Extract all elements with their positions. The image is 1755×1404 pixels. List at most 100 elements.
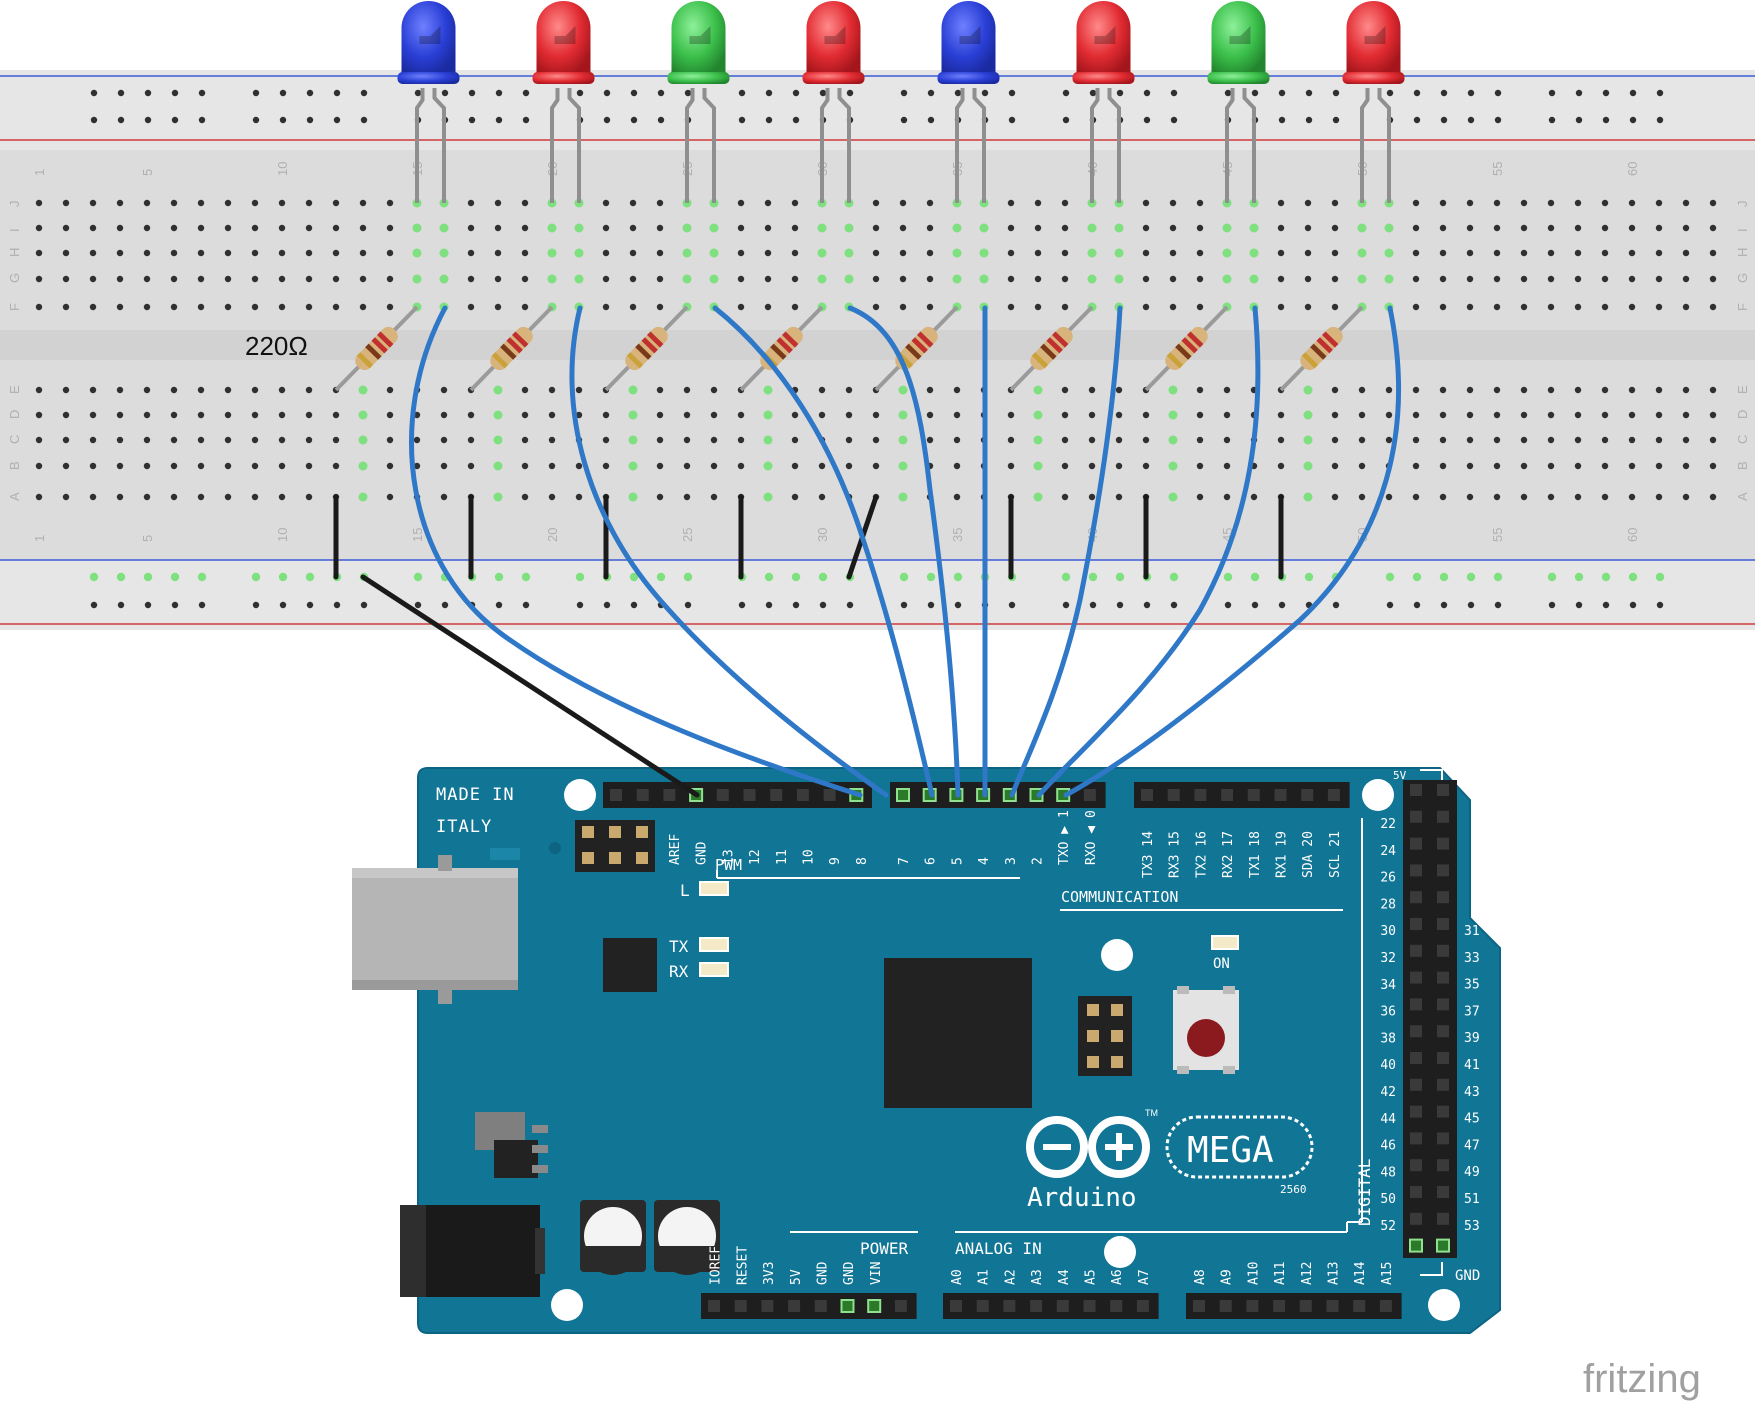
breadboard-hole — [251, 249, 259, 257]
breadboard-hole — [521, 462, 529, 470]
breadboard-hole — [979, 248, 989, 258]
breadboard-hole — [278, 493, 286, 501]
breadboard-hole — [1574, 303, 1582, 311]
rail-hole — [1386, 89, 1394, 97]
rail-hole — [1413, 116, 1421, 124]
breadboard-hole — [1466, 436, 1474, 444]
digital-pin-label: 52 — [1380, 1219, 1396, 1234]
rail-hole — [494, 572, 504, 582]
breadboard-hole — [332, 249, 340, 257]
italy-label: ITALY — [436, 817, 492, 837]
breadboard-hole — [547, 223, 557, 233]
breadboard-hole — [1034, 303, 1042, 311]
breadboard-hole — [1304, 275, 1312, 283]
row-letter: C — [7, 435, 22, 444]
breadboard-hole — [1547, 249, 1555, 257]
tx-label: TX — [669, 937, 689, 956]
rail-hole — [791, 572, 801, 582]
breadboard-hole — [872, 249, 880, 257]
rail-hole — [1251, 89, 1259, 97]
breadboard-hole — [1385, 386, 1393, 394]
mounting-hole — [1428, 1289, 1460, 1321]
breadboard-hole — [656, 493, 664, 501]
breadboard-hole — [439, 223, 449, 233]
breadboard-hole — [709, 223, 719, 233]
led-blue — [937, 0, 1000, 203]
rail-hole — [657, 116, 665, 124]
breadboard-hole — [1061, 411, 1069, 419]
rail-hole — [1224, 601, 1232, 609]
breadboard-hole — [1385, 411, 1393, 419]
rail-hole — [306, 89, 314, 97]
breadboard-hole — [493, 435, 503, 445]
breadboard-hole — [467, 224, 475, 232]
breadboard-hole — [737, 249, 745, 257]
breadboard-hole — [1061, 462, 1069, 470]
header-pin — [1437, 1159, 1449, 1172]
header-pin — [1193, 1300, 1205, 1312]
breadboard-hole — [1277, 249, 1285, 257]
breadboard-hole — [278, 199, 286, 207]
mounting-hole — [551, 1289, 583, 1321]
breadboard-hole — [494, 275, 502, 283]
header-pin — [1410, 944, 1422, 957]
breadboard-hole — [953, 386, 961, 394]
breadboard-hole — [116, 303, 124, 311]
breadboard-hole — [143, 275, 151, 283]
digital-pin-label: 10 — [802, 849, 817, 865]
breadboard-hole — [1682, 275, 1690, 283]
rail-hole — [306, 116, 314, 124]
breadboard-hole — [1601, 462, 1609, 470]
breadboard-hole — [1222, 223, 1232, 233]
breadboard-hole — [629, 275, 637, 283]
breadboard-hole — [305, 436, 313, 444]
breadboard-hole — [1628, 249, 1636, 257]
breadboard-hole — [1466, 493, 1474, 501]
breadboard-hole — [116, 224, 124, 232]
digital-pin-label: 41 — [1464, 1058, 1480, 1073]
breadboard-hole — [1169, 303, 1177, 311]
digital-pin-label: 37 — [1464, 1004, 1480, 1019]
analog-in-label: ANALOG IN — [955, 1239, 1042, 1258]
rail-hole — [1655, 572, 1665, 582]
breadboard-hole — [1601, 436, 1609, 444]
breadboard-hole — [1115, 462, 1123, 470]
rail-hole — [1170, 116, 1178, 124]
breadboard-hole — [1303, 385, 1313, 395]
rail-hole — [170, 572, 180, 582]
breadboard-hole — [1168, 385, 1178, 395]
breadboard-hole — [656, 436, 664, 444]
breadboard-hole — [926, 275, 934, 283]
analog-pin-label: A13 — [1327, 1262, 1342, 1285]
breadboard-hole — [386, 462, 394, 470]
breadboard-hole — [1709, 199, 1717, 207]
rail-hole — [522, 89, 530, 97]
breadboard-hole — [710, 462, 718, 470]
breadboard-hole — [1547, 275, 1555, 283]
breadboard-hole — [1655, 303, 1663, 311]
breadboard-hole — [845, 436, 853, 444]
breadboard-hole — [1277, 462, 1285, 470]
header-pin — [823, 789, 836, 801]
breadboard-hole — [1331, 199, 1339, 207]
breadboard-hole — [1061, 303, 1069, 311]
breadboard-hole — [926, 303, 934, 311]
breadboard-hole — [1061, 275, 1069, 283]
rail-hole — [683, 572, 693, 582]
breadboard-hole — [1682, 411, 1690, 419]
rail-hole — [1629, 89, 1637, 97]
header-pin — [1437, 1186, 1449, 1198]
breadboard-hole — [817, 248, 827, 258]
rail-hole — [1143, 116, 1151, 124]
comm-pin-label: TX2 16 — [1194, 831, 1209, 878]
rail-hole — [252, 601, 260, 609]
breadboard-hole — [251, 303, 259, 311]
header-pin — [1410, 971, 1422, 984]
breadboard-hole — [898, 492, 908, 502]
breadboard-hole — [89, 493, 97, 501]
breadboard-hole — [1493, 303, 1501, 311]
rail-hole — [89, 572, 99, 582]
breadboard-hole — [899, 224, 907, 232]
header-pin — [1273, 1300, 1286, 1312]
breadboard-hole — [709, 274, 719, 284]
